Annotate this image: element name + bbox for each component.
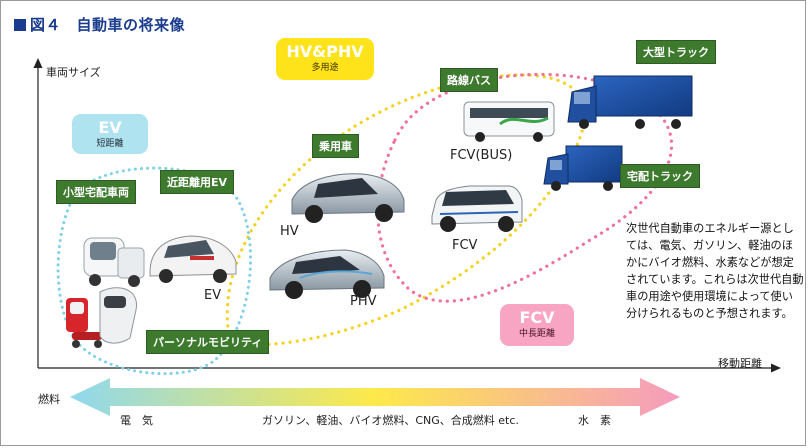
fuel-gradient-arrow	[70, 378, 680, 416]
fcv-loop	[376, 72, 674, 303]
x-axis-label: 移動距離	[718, 357, 762, 370]
label-large-truck: 大型トラック	[636, 40, 716, 64]
y-axis-label: 車両サイズ	[46, 66, 101, 79]
ev-bubble-sub: 短距離	[96, 139, 124, 149]
fuel-label-hydrogen: 水 素	[578, 414, 611, 427]
fuel-label-liquid-fuels: ガソリン、軽油、バイオ燃料、CNG、合成燃料 etc.	[262, 414, 519, 427]
description-text: 次世代自動車のエネルギー源としては、電気、ガソリン、軽油のほかにバイオ燃料、水素…	[626, 222, 804, 320]
hv-phv-bubble: HV&PHV 多用途	[276, 38, 374, 80]
title-square-icon	[14, 19, 26, 31]
fuel-label-electricity: 電 気	[120, 414, 153, 427]
short-distance-ev-image	[149, 235, 237, 283]
hv-phv-bubble-title: HV&PHV	[286, 42, 364, 61]
hv-phv-bubble-sub: 多用途	[311, 63, 339, 73]
label-short-ev: 近距離用EV	[160, 170, 235, 194]
vehicle-name-ev: EV	[204, 288, 222, 303]
ev-bubble: EV 短距離	[72, 114, 148, 154]
fcv-bubble: FCV 中長距離	[500, 304, 574, 346]
label-route-bus: 路線バス	[440, 68, 498, 92]
label-small-delivery: 小型宅配車両	[56, 180, 136, 204]
label-passenger-car: 乗用車	[312, 134, 359, 158]
vehicle-name-hv: HV	[280, 224, 299, 239]
vehicle-name-phv: PHV	[350, 294, 377, 309]
x-axis	[38, 363, 781, 373]
figure-title-text: 図４ 自動車の将来像	[30, 16, 186, 34]
ev-loop	[56, 166, 253, 376]
vehicle-name-fcv-bus: FCV(BUS)	[450, 148, 513, 163]
figure-title: 図４ 自動車の将来像	[14, 14, 185, 35]
fcv-bubble-title: FCV	[519, 308, 555, 327]
small-delivery-vehicle-image	[83, 237, 145, 287]
vehicle-name-fcv: FCV	[452, 238, 478, 253]
label-delivery-truck: 宅配トラック	[620, 164, 700, 188]
hv-car-image	[291, 173, 405, 223]
fuel-axis-label: 燃料	[38, 393, 60, 406]
personal-mobility-image	[66, 287, 137, 348]
phv-car-image	[269, 249, 385, 299]
y-axis	[33, 58, 43, 368]
label-personal-mobility: パーソナルモビリティ	[146, 330, 270, 354]
fcv-suv-image	[431, 185, 523, 232]
fcv-bubble-sub: 中長距離	[518, 329, 555, 339]
fcv-bus-image	[463, 101, 555, 142]
ev-bubble-title: EV	[98, 118, 122, 137]
large-truck-image	[567, 75, 693, 129]
delivery-truck-image	[543, 145, 623, 191]
